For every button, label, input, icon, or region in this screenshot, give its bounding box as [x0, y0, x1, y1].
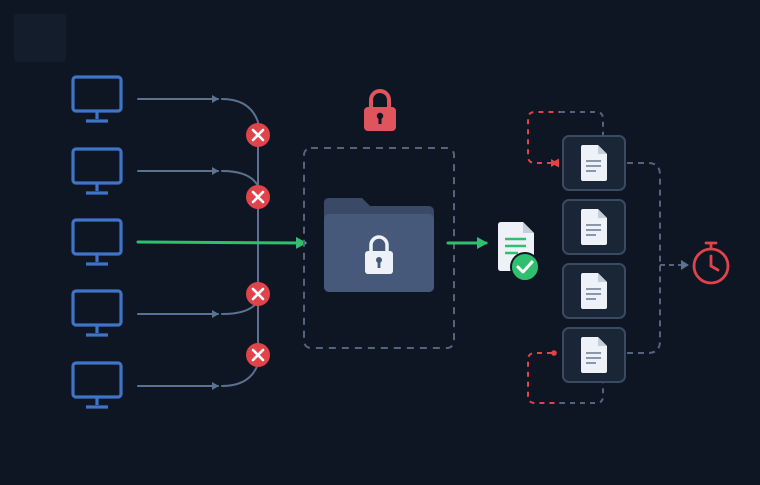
- version-card-4: [562, 327, 626, 383]
- version-card-1: [562, 135, 626, 191]
- monitor-icon: [71, 147, 123, 195]
- document-icon: [581, 209, 607, 245]
- denied-markers: [246, 123, 270, 367]
- document-check-icon: [498, 222, 540, 282]
- document-icon: [581, 145, 607, 181]
- timer-connectors: [627, 162, 682, 354]
- loop-bottom-red: [527, 352, 560, 404]
- monitor-icon: [71, 218, 123, 266]
- x-circle-icon: [246, 185, 270, 209]
- padlock-icon: [364, 89, 396, 131]
- connector-client-2-curve: [221, 170, 259, 187]
- connector-client-1-curve: [221, 98, 259, 123]
- version-card-3: [562, 263, 626, 319]
- loop-top-red: [527, 111, 560, 168]
- loop-top-gray: [560, 111, 604, 135]
- version-stack: [562, 135, 626, 383]
- client-connectors: [137, 95, 259, 390]
- x-circle-icon: [246, 343, 270, 367]
- client-monitor-2: [71, 147, 123, 195]
- client-monitor-4: [71, 289, 123, 337]
- client-monitor-1: [71, 75, 123, 123]
- locked-folder-icon: [324, 198, 434, 292]
- check-circle-icon: [510, 252, 540, 282]
- monitor-icon: [71, 289, 123, 337]
- document-icon: [581, 337, 607, 373]
- granted-access-arrow: [136, 236, 307, 249]
- client-monitor-5: [71, 361, 123, 409]
- stopwatch-icon: [692, 241, 730, 285]
- document-icon: [581, 273, 607, 309]
- secure-zone-frame: [303, 147, 455, 349]
- monitor-icon: [71, 75, 123, 123]
- folder-lock-icon: [365, 235, 393, 274]
- monitor-icon: [71, 361, 123, 409]
- client-monitors: [71, 75, 123, 409]
- x-circle-icon: [246, 282, 270, 306]
- client-monitor-3: [71, 218, 123, 266]
- corner-tile: [14, 14, 66, 62]
- timer-arrowhead: [681, 260, 689, 270]
- loop-top-arrowhead: [551, 159, 558, 167]
- loop-bottom-dot: [551, 350, 557, 356]
- version-card-2: [562, 199, 626, 255]
- loop-bottom-gray: [560, 383, 604, 404]
- connector-client-5-curve: [221, 363, 259, 387]
- version-loops: [527, 111, 604, 404]
- x-circle-icon: [246, 123, 270, 147]
- timer-connector-top: [627, 162, 661, 265]
- timer-connector-bottom: [627, 265, 661, 354]
